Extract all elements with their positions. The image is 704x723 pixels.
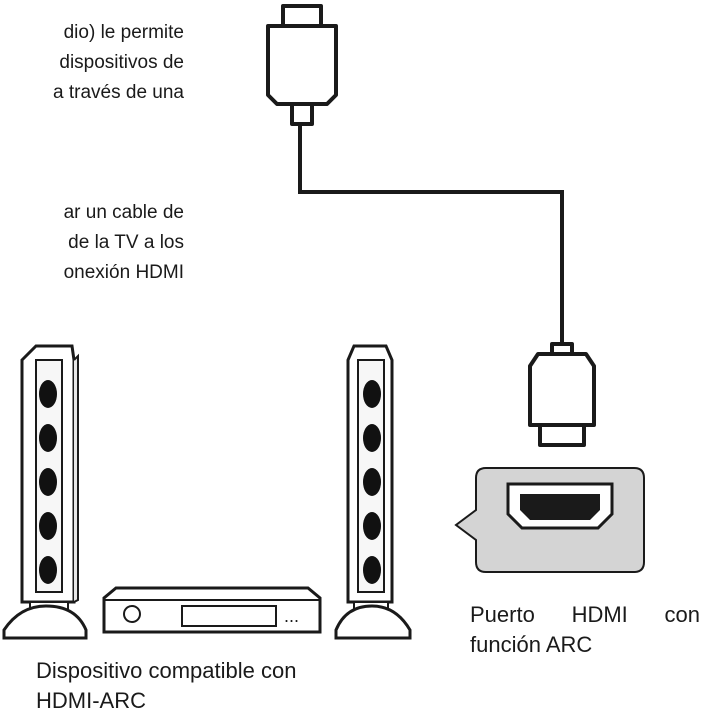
caption-line: Dispositivo compatible con	[36, 658, 297, 683]
av-receiver-device-icon: ...	[102, 586, 322, 634]
caption-compatible-device: Dispositivo compatible con HDMI-ARC	[36, 656, 296, 716]
caption-line: HDMI-ARC	[36, 688, 146, 713]
paragraph-line: a través de una	[53, 82, 184, 103]
paragraph-line: ar un cable de	[63, 202, 184, 223]
paragraph-line: dispositivos de	[59, 52, 184, 73]
hdmi-plug-top-icon	[266, 4, 338, 126]
caption-word: con	[664, 602, 700, 627]
caption-line: función ARC	[470, 632, 593, 657]
caption-arc-port: Puerto HDMI con función ARC	[470, 600, 700, 660]
hdmi-arc-port-icon	[454, 467, 645, 573]
caption-line: Puerto HDMI con	[470, 600, 700, 630]
caption-word: Puerto	[470, 602, 535, 627]
paragraph-line: de la TV a los	[68, 232, 184, 253]
device-display-dots: ...	[284, 606, 299, 626]
hdmi-cable	[298, 124, 564, 344]
paragraph-line: onexión HDMI	[63, 262, 184, 283]
manual-paragraph-2: ar un cable de de la TV a los onexión HD…	[0, 198, 184, 288]
left-speaker-icon	[2, 344, 88, 640]
paragraph-line: dio) le permite	[63, 22, 184, 43]
caption-word: HDMI	[571, 602, 628, 627]
manual-paragraph-1: dio) le permite dispositivos de a través…	[0, 18, 184, 108]
right-speaker-icon	[334, 344, 412, 640]
hdmi-plug-bottom-icon	[528, 342, 596, 447]
